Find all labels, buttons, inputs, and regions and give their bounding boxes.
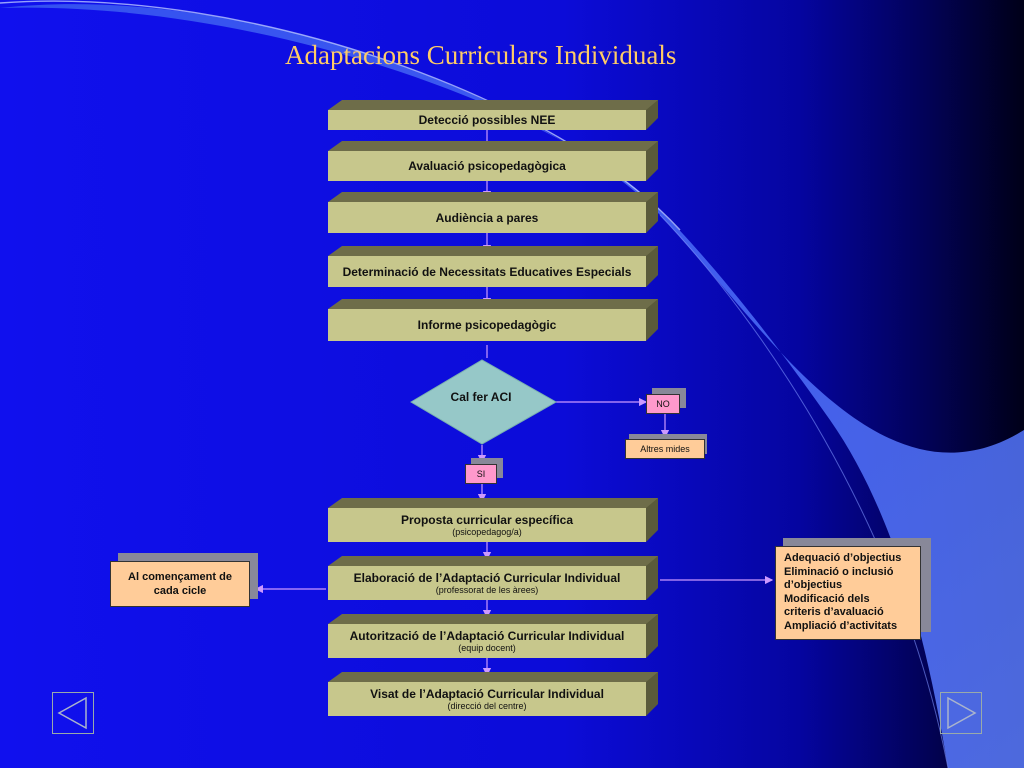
step-avaluacio: Avaluació psicopedagògica [328,141,658,181]
step-sub: (direcció del centre) [447,701,527,711]
step-autoritzacio: Autorització de l’Adaptació Curricular I… [328,614,658,658]
step-label: Determinació de Necessitats Educatives E… [342,264,632,279]
step-sub: (professorat de les àrees) [435,585,539,595]
si-label: SI [476,469,486,479]
right-note-line: criteris d’avaluació [784,606,884,618]
right-note: Adequació d’objectius Eliminació o inclu… [775,538,931,640]
step-label: Autorització de l’Adaptació Curricular I… [349,629,625,643]
step-label: Audiència a pares [435,210,539,225]
step-label: Proposta curricular específica [400,513,574,527]
step-deteccio: Detecció possibles NEE [328,100,658,130]
triangle-right-icon [947,696,977,730]
step-determinacio: Determinació de Necessitats Educatives E… [328,246,658,287]
right-note-line: Modificació dels [784,592,870,605]
step-informe: Informe psicopedagògic [328,299,658,341]
no-box: NO [646,388,686,414]
si-box: SI [465,458,505,486]
step-label: Visat de l’Adaptació Curricular Individu… [370,687,604,701]
decision-diamond [410,359,558,445]
left-note: Al començament de cada cicle [110,553,258,607]
previous-slide-button[interactable] [52,692,94,734]
altres-mides-label: Altres mides [640,444,690,454]
altres-mides-box: Altres mides [625,434,707,460]
slide-title: Adaptacions Curriculars Individuals [285,40,677,70]
step-sub: (psicopedagog/a) [452,527,522,537]
step-proposta: Proposta curricular específica (psicoped… [328,498,658,542]
right-note-line: Adequació d’objectius [784,552,902,564]
step-elaboracio: Elaboració de l’Adaptació Curricular Ind… [328,556,658,600]
left-note-line: cada cicle [153,585,207,597]
step-sub: (equip docent) [458,643,516,653]
step-audiencia: Audiència a pares [328,192,658,233]
no-label: NO [656,399,670,409]
step-visat: Visat de l’Adaptació Curricular Individu… [328,672,658,716]
step-label: Informe psicopedagògic [417,318,557,332]
right-note-line: Ampliació d’activitats [784,619,898,632]
triangle-left-icon [57,696,87,730]
step-label: Avaluació psicopedagògica [408,159,566,173]
left-note-line: Al començament de [128,571,232,583]
decision-label: Cal fer ACI [450,390,512,404]
step-label: Detecció possibles NEE [418,113,556,127]
step-label: Elaboració de l’Adaptació Curricular Ind… [353,571,621,585]
right-note-line: Eliminació o inclusió [784,565,894,578]
right-note-line: d’objectius [784,579,843,591]
next-slide-button[interactable] [940,692,982,734]
